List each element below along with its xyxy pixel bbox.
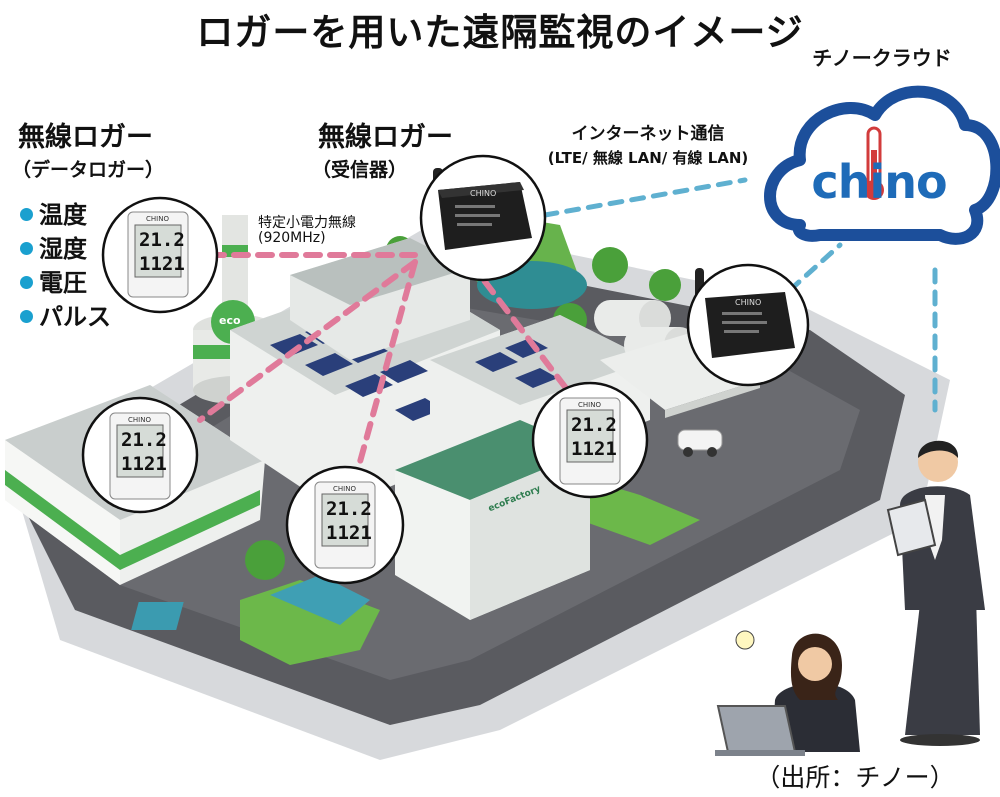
radio-links [197, 252, 578, 483]
logger-brand: CHINO [578, 401, 601, 409]
cloud-name: チノークラウド [812, 46, 952, 70]
logger-reading-top: 21.2 [139, 229, 185, 251]
wireless-logger-subtitle: （データロガー） [12, 159, 165, 181]
logger-reading-top: 21.2 [571, 414, 617, 436]
wireless-logger-title: 無線ロガー [18, 122, 153, 153]
measurement-item: 電圧 [20, 266, 111, 300]
logger-reading-bottom: 1121 [326, 522, 372, 544]
measurement-item: 温度 [20, 198, 111, 232]
operator-figure [715, 630, 860, 756]
logger-reading-bottom: 1121 [121, 453, 167, 475]
eco-label: eco [219, 314, 241, 327]
page-title: ロガーを用いた遠隔監視のイメージ [196, 11, 804, 54]
internet-links [542, 177, 938, 413]
cloud-logo-text: chino [811, 155, 947, 209]
receiver-title: 無線ロガー [318, 122, 453, 153]
bullet-icon [20, 241, 33, 255]
radio-link-label: 特定小電力無線 [258, 215, 356, 231]
receiver-brand: CHINO [735, 298, 762, 307]
measurement-item: 湿度 [20, 232, 111, 266]
receiver-device-2 [686, 263, 810, 387]
measurement-item: パルス [20, 300, 111, 334]
logger-reading-bottom: 1121 [139, 253, 185, 275]
receiver-subtitle: （受信器） [312, 159, 408, 181]
logger-device-2 [81, 396, 199, 514]
logger-brand: CHINO [333, 485, 356, 493]
logger-brand: CHINO [128, 416, 151, 424]
cloud-icon [764, 85, 1000, 245]
receiver-device [419, 154, 547, 282]
bullet-icon [20, 207, 33, 221]
logger-reading-bottom: 1121 [571, 438, 617, 460]
logger-reading-top: 21.2 [326, 498, 372, 520]
logger-brand: CHINO [146, 215, 169, 223]
source-credit: （出所：チノー） [755, 763, 955, 792]
logger-device-1 [101, 196, 219, 314]
measurement-list: 温度 湿度 電圧 パルス [20, 198, 111, 334]
internet-detail: (LTE/ 無線 LAN/ 有線 LAN) [547, 149, 749, 167]
logger-device-3 [285, 465, 405, 585]
radio-link-frequency: (920MHz) [258, 230, 326, 246]
receiver-brand: CHINO [470, 189, 497, 198]
logger-device-4 [531, 381, 649, 499]
bullet-icon [20, 309, 33, 323]
logger-reading-top: 21.2 [121, 429, 167, 451]
bullet-icon [20, 275, 33, 289]
internet-label: インターネット通信 [571, 124, 725, 144]
businessman-figure [886, 440, 985, 746]
